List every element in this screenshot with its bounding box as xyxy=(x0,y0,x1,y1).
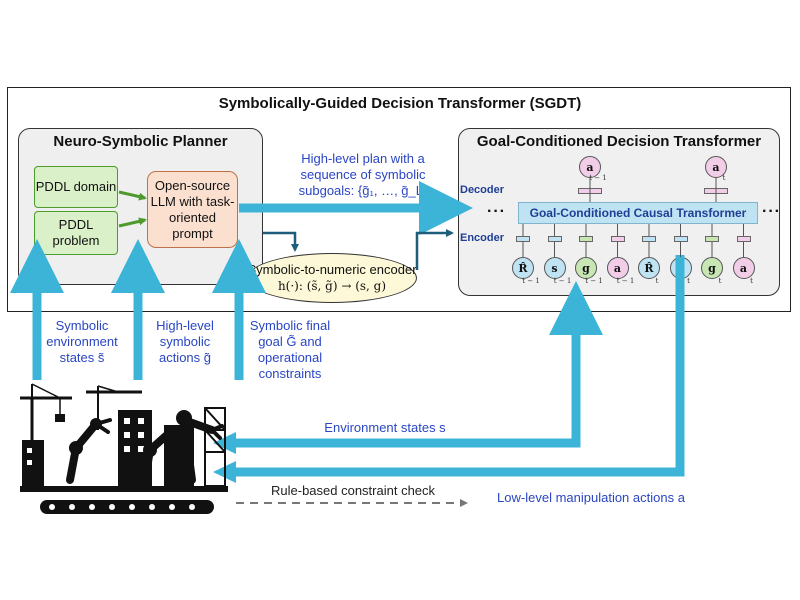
plan-text: High-level plan with a sequence of symbo… xyxy=(283,151,443,199)
token-0: R̂ xyxy=(512,257,534,279)
pddl-domain-box: PDDL domain xyxy=(34,166,118,208)
arrow-actions-to-factory xyxy=(236,255,685,477)
token-1: s xyxy=(543,257,566,279)
env-label-line-1: Symbolic xyxy=(55,318,109,333)
planner-title: Neuro-Symbolic Planner xyxy=(53,133,228,150)
embedding-3 xyxy=(610,236,625,242)
env-label-line-2: environment xyxy=(46,334,118,349)
causal-transformer-label: Goal-Conditioned Causal Transformer xyxy=(529,206,747,220)
llm-label: Open-source LLM with task-oriented promp… xyxy=(150,177,235,241)
symbolic-to-numeric-encoder xyxy=(247,253,417,303)
token-subscript-0: t − 1 xyxy=(522,277,540,285)
token-subscript-4: t xyxy=(655,277,659,285)
diagram-title: Symbolically-Guided Decision Transformer… xyxy=(218,95,582,112)
arrow-domain-to-llm xyxy=(118,190,147,201)
output-subscript-1: t xyxy=(722,174,726,182)
embedding-6 xyxy=(705,236,719,242)
token-6: g xyxy=(701,257,723,279)
llm-box: Open-source LLM with task-oriented promp… xyxy=(147,171,238,248)
environment-states-label: Environment states s xyxy=(324,420,446,435)
ellipsis-left: ··· xyxy=(487,203,506,220)
embedding-1 xyxy=(547,236,562,242)
token-3: a xyxy=(606,257,629,279)
goal-label-line-2: goal G̃ and xyxy=(258,334,322,349)
ellipsis-right: ··· xyxy=(762,203,781,220)
goal-label-line-1: Symbolic final xyxy=(249,318,331,333)
env-label-line-3: states s̃ xyxy=(59,350,105,365)
token-subscript-5: t xyxy=(687,277,690,285)
token-subscript-6: t xyxy=(718,277,722,285)
output-action-0: a xyxy=(579,156,601,178)
embedding-4 xyxy=(642,236,656,242)
embedding-0 xyxy=(516,236,530,242)
token-subscript-7: t xyxy=(750,277,753,285)
pddl-problem-label: PDDL problem xyxy=(52,217,100,248)
embedding-2 xyxy=(579,236,593,242)
plan-text-line-3: subgoals: {g̃₁, …, g̃_L} xyxy=(298,183,428,198)
arrow-env-to-dt xyxy=(236,281,603,448)
arrow-encoder-to-dt xyxy=(415,229,454,270)
token-4: R̂ xyxy=(638,257,660,279)
plan-text-line-1: High-level plan with a xyxy=(301,151,425,166)
embedding-5 xyxy=(673,236,688,242)
arrow-planner-to-encoder xyxy=(263,231,299,252)
dt-title: Goal-Conditioned Decision Transformer xyxy=(476,133,762,150)
plan-text-line-2: sequence of symbolic xyxy=(300,167,426,182)
output-action-1: a xyxy=(705,156,727,178)
actions-label-line-1: High-level xyxy=(156,318,214,333)
token-subscript-3: t − 1 xyxy=(616,277,635,285)
arrow-problem-to-llm xyxy=(118,217,147,228)
encoder-formula: h(·): (s̃, g̃) → (s, g) xyxy=(277,279,387,293)
embedding-7 xyxy=(736,236,751,242)
token-7: a xyxy=(732,257,755,279)
high-level-actions-label: High-level symbolic actions g̃ xyxy=(145,318,225,366)
goal-label-line-3: operational xyxy=(257,350,323,365)
encoder-ellipse-label: Symbolic-to-numeric encoder xyxy=(247,262,417,277)
goal-label-line-4: constraints xyxy=(258,366,322,381)
final-goal-label: Symbolic final goal G̃ and operational c… xyxy=(244,318,336,382)
actions-label-line-2: symbolic xyxy=(159,334,211,349)
actions-label-line-3: actions g̃ xyxy=(158,350,212,365)
output-subscript-0: t − 1 xyxy=(589,174,607,182)
symbolic-env-states-label: Symbolic environment states s̃ xyxy=(40,318,124,366)
dt-token-connectors xyxy=(522,178,744,257)
token-2: g xyxy=(575,257,597,279)
rule-check-label: Rule-based constraint check xyxy=(271,483,436,498)
causal-transformer-bar: Goal-Conditioned Causal Transformer xyxy=(518,202,758,224)
pddl-domain-label: PDDL domain xyxy=(35,179,117,194)
factory-illustration xyxy=(20,383,228,514)
low-level-actions-label: Low-level manipulation actions a xyxy=(497,490,685,505)
encoder-label: Encoder xyxy=(460,232,505,244)
